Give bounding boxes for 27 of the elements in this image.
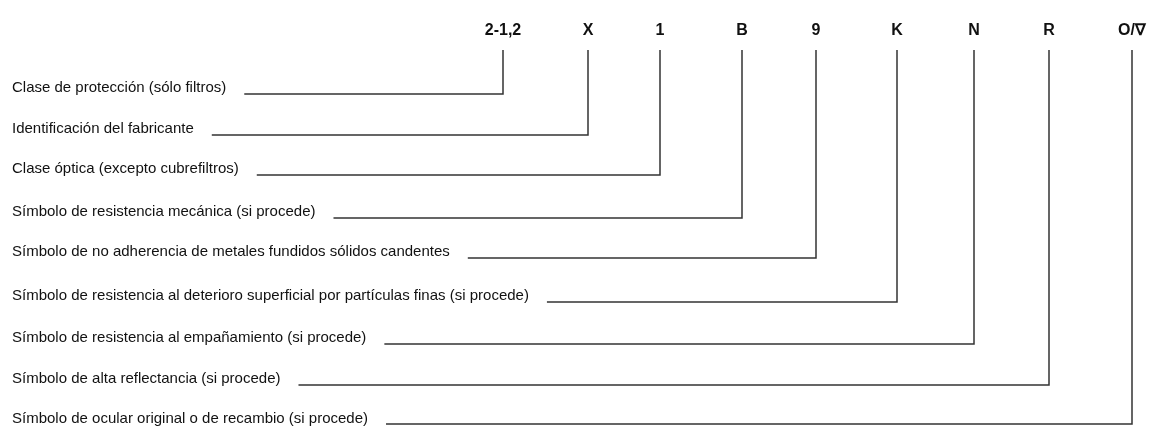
marking-code: N	[968, 20, 980, 50]
leader-line	[243, 49, 504, 95]
leader-line	[297, 49, 1050, 386]
leader-line	[332, 49, 743, 219]
marking-code: X	[582, 20, 594, 50]
marking-description: Símbolo de ocular original o de recambio (si procede)	[12, 408, 386, 427]
marking-description: Clase de protección (sólo filtros)	[12, 77, 245, 97]
marking-code: R	[1043, 20, 1055, 50]
marking-description: Símbolo de resistencia mecánica (si procede)	[12, 201, 334, 221]
marking-description: Símbolo de alta reflectancia (si procede)	[12, 368, 299, 388]
marking-code: 9	[811, 20, 821, 50]
marking-description: Clase óptica (excepto cubrefiltros)	[12, 158, 257, 178]
marking-code: K	[891, 20, 903, 50]
marking-code: 2-1,2	[484, 20, 522, 50]
marking-description: Símbolo de no adherencia de metales fundidos sólidos candentes	[12, 241, 468, 261]
leader-line	[385, 49, 1133, 425]
marking-description: Símbolo de resistencia al deterioro superficial por partículas finas (si procede)	[12, 285, 547, 305]
marking-code: O/∇	[1118, 20, 1146, 50]
leader-line	[211, 49, 589, 136]
leader-line	[546, 49, 898, 303]
marking-code: 1	[655, 20, 665, 50]
marking-description: Símbolo de resistencia al empañamiento (si procede)	[12, 327, 385, 347]
leader-line	[467, 49, 817, 259]
leader-line	[256, 49, 661, 176]
marking-code: B	[736, 20, 748, 50]
marking-description: Identificación del fabricante	[12, 118, 212, 138]
leader-line	[383, 49, 975, 345]
